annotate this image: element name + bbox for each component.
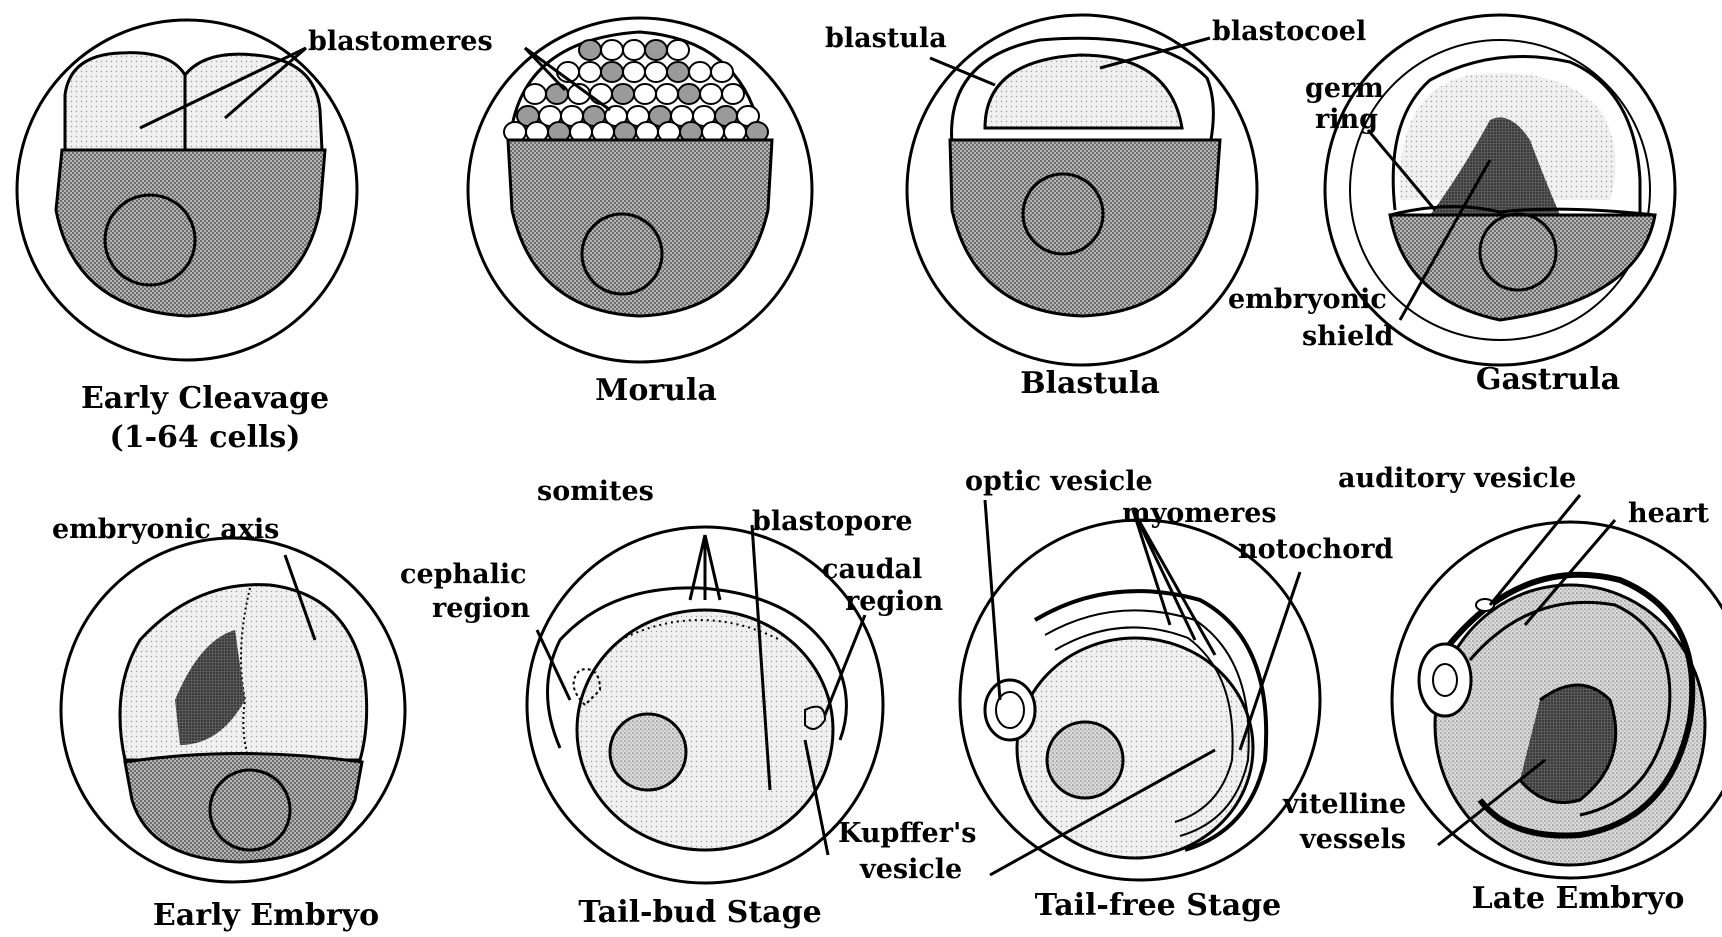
morula-cell [645, 40, 667, 60]
label-kupffer-1: Kupffer's [838, 818, 976, 849]
morula-cell [579, 40, 601, 60]
morula-cell [601, 62, 623, 82]
late-embryo-drawing [1392, 522, 1722, 878]
label-cephalic-2: region [432, 593, 531, 624]
morula-cell [656, 84, 678, 104]
caption-blastula: Blastula [1020, 366, 1160, 401]
morula-cell [700, 84, 722, 104]
caption-early-cleavage-cells: (1-64 cells) [110, 420, 301, 455]
label-somites: somites [537, 476, 654, 507]
morula-drawing [468, 18, 812, 362]
morula-cell [612, 84, 634, 104]
tail-free-drawing [960, 520, 1320, 880]
label-blastocoel: blastocoel [1212, 16, 1366, 47]
caption-early-embryo: Early Embryo [153, 898, 379, 933]
label-heart: heart [1628, 498, 1710, 529]
blastula-drawing [907, 15, 1257, 365]
label-vitelline-2: vessels [1299, 824, 1406, 855]
label-embryonic-shield-2: shield [1302, 321, 1394, 352]
label-embryonic-shield-1: embryonic [1228, 284, 1387, 315]
early-embryo-drawing [61, 538, 405, 882]
label-optic-vesicle: optic vesicle [965, 466, 1153, 497]
label-myomeres: myomeres [1122, 498, 1277, 529]
early-cleavage-drawing [17, 20, 357, 360]
morula-cell [689, 62, 711, 82]
label-blastopore: blastopore [752, 506, 913, 537]
morula-cell [579, 62, 601, 82]
label-blastula-part: blastula [825, 23, 947, 54]
morula-cell [634, 84, 656, 104]
label-cephalic-1: cephalic [400, 559, 527, 590]
label-auditory-vesicle: auditory vesicle [1338, 463, 1576, 494]
morula-cell [524, 84, 546, 104]
morula-cell [711, 62, 733, 82]
morula-cell [623, 40, 645, 60]
morula-cell [678, 84, 700, 104]
label-caudal-2: region [845, 586, 944, 617]
caption-late-embryo: Late Embryo [1472, 881, 1685, 916]
morula-cell [722, 84, 744, 104]
morula-cell [546, 84, 568, 104]
caption-tail-bud: Tail-bud Stage [578, 895, 821, 930]
label-blastomeres: blastomeres [308, 26, 493, 57]
label-notochord: notochord [1238, 534, 1393, 565]
label-vitelline-1: vitelline [1282, 789, 1406, 820]
caption-tail-free: Tail-free Stage [1035, 888, 1282, 923]
caption-gastrula: Gastrula [1476, 362, 1620, 397]
label-germ-ring-1: germ [1305, 73, 1384, 104]
caption-morula: Morula [595, 373, 717, 408]
morula-cell [601, 40, 623, 60]
morula-cell [667, 40, 689, 60]
morula-cell [590, 84, 612, 104]
morula-cell [623, 62, 645, 82]
caption-early-cleavage: Early Cleavage [81, 381, 329, 416]
label-germ-ring-2: ring [1315, 104, 1378, 135]
label-kupffer-2: vesicle [859, 854, 962, 885]
label-embryonic-axis: embryonic axis [52, 514, 279, 545]
label-caudal-1: caudal [822, 554, 922, 585]
morula-cell [667, 62, 689, 82]
morula-cell [645, 62, 667, 82]
